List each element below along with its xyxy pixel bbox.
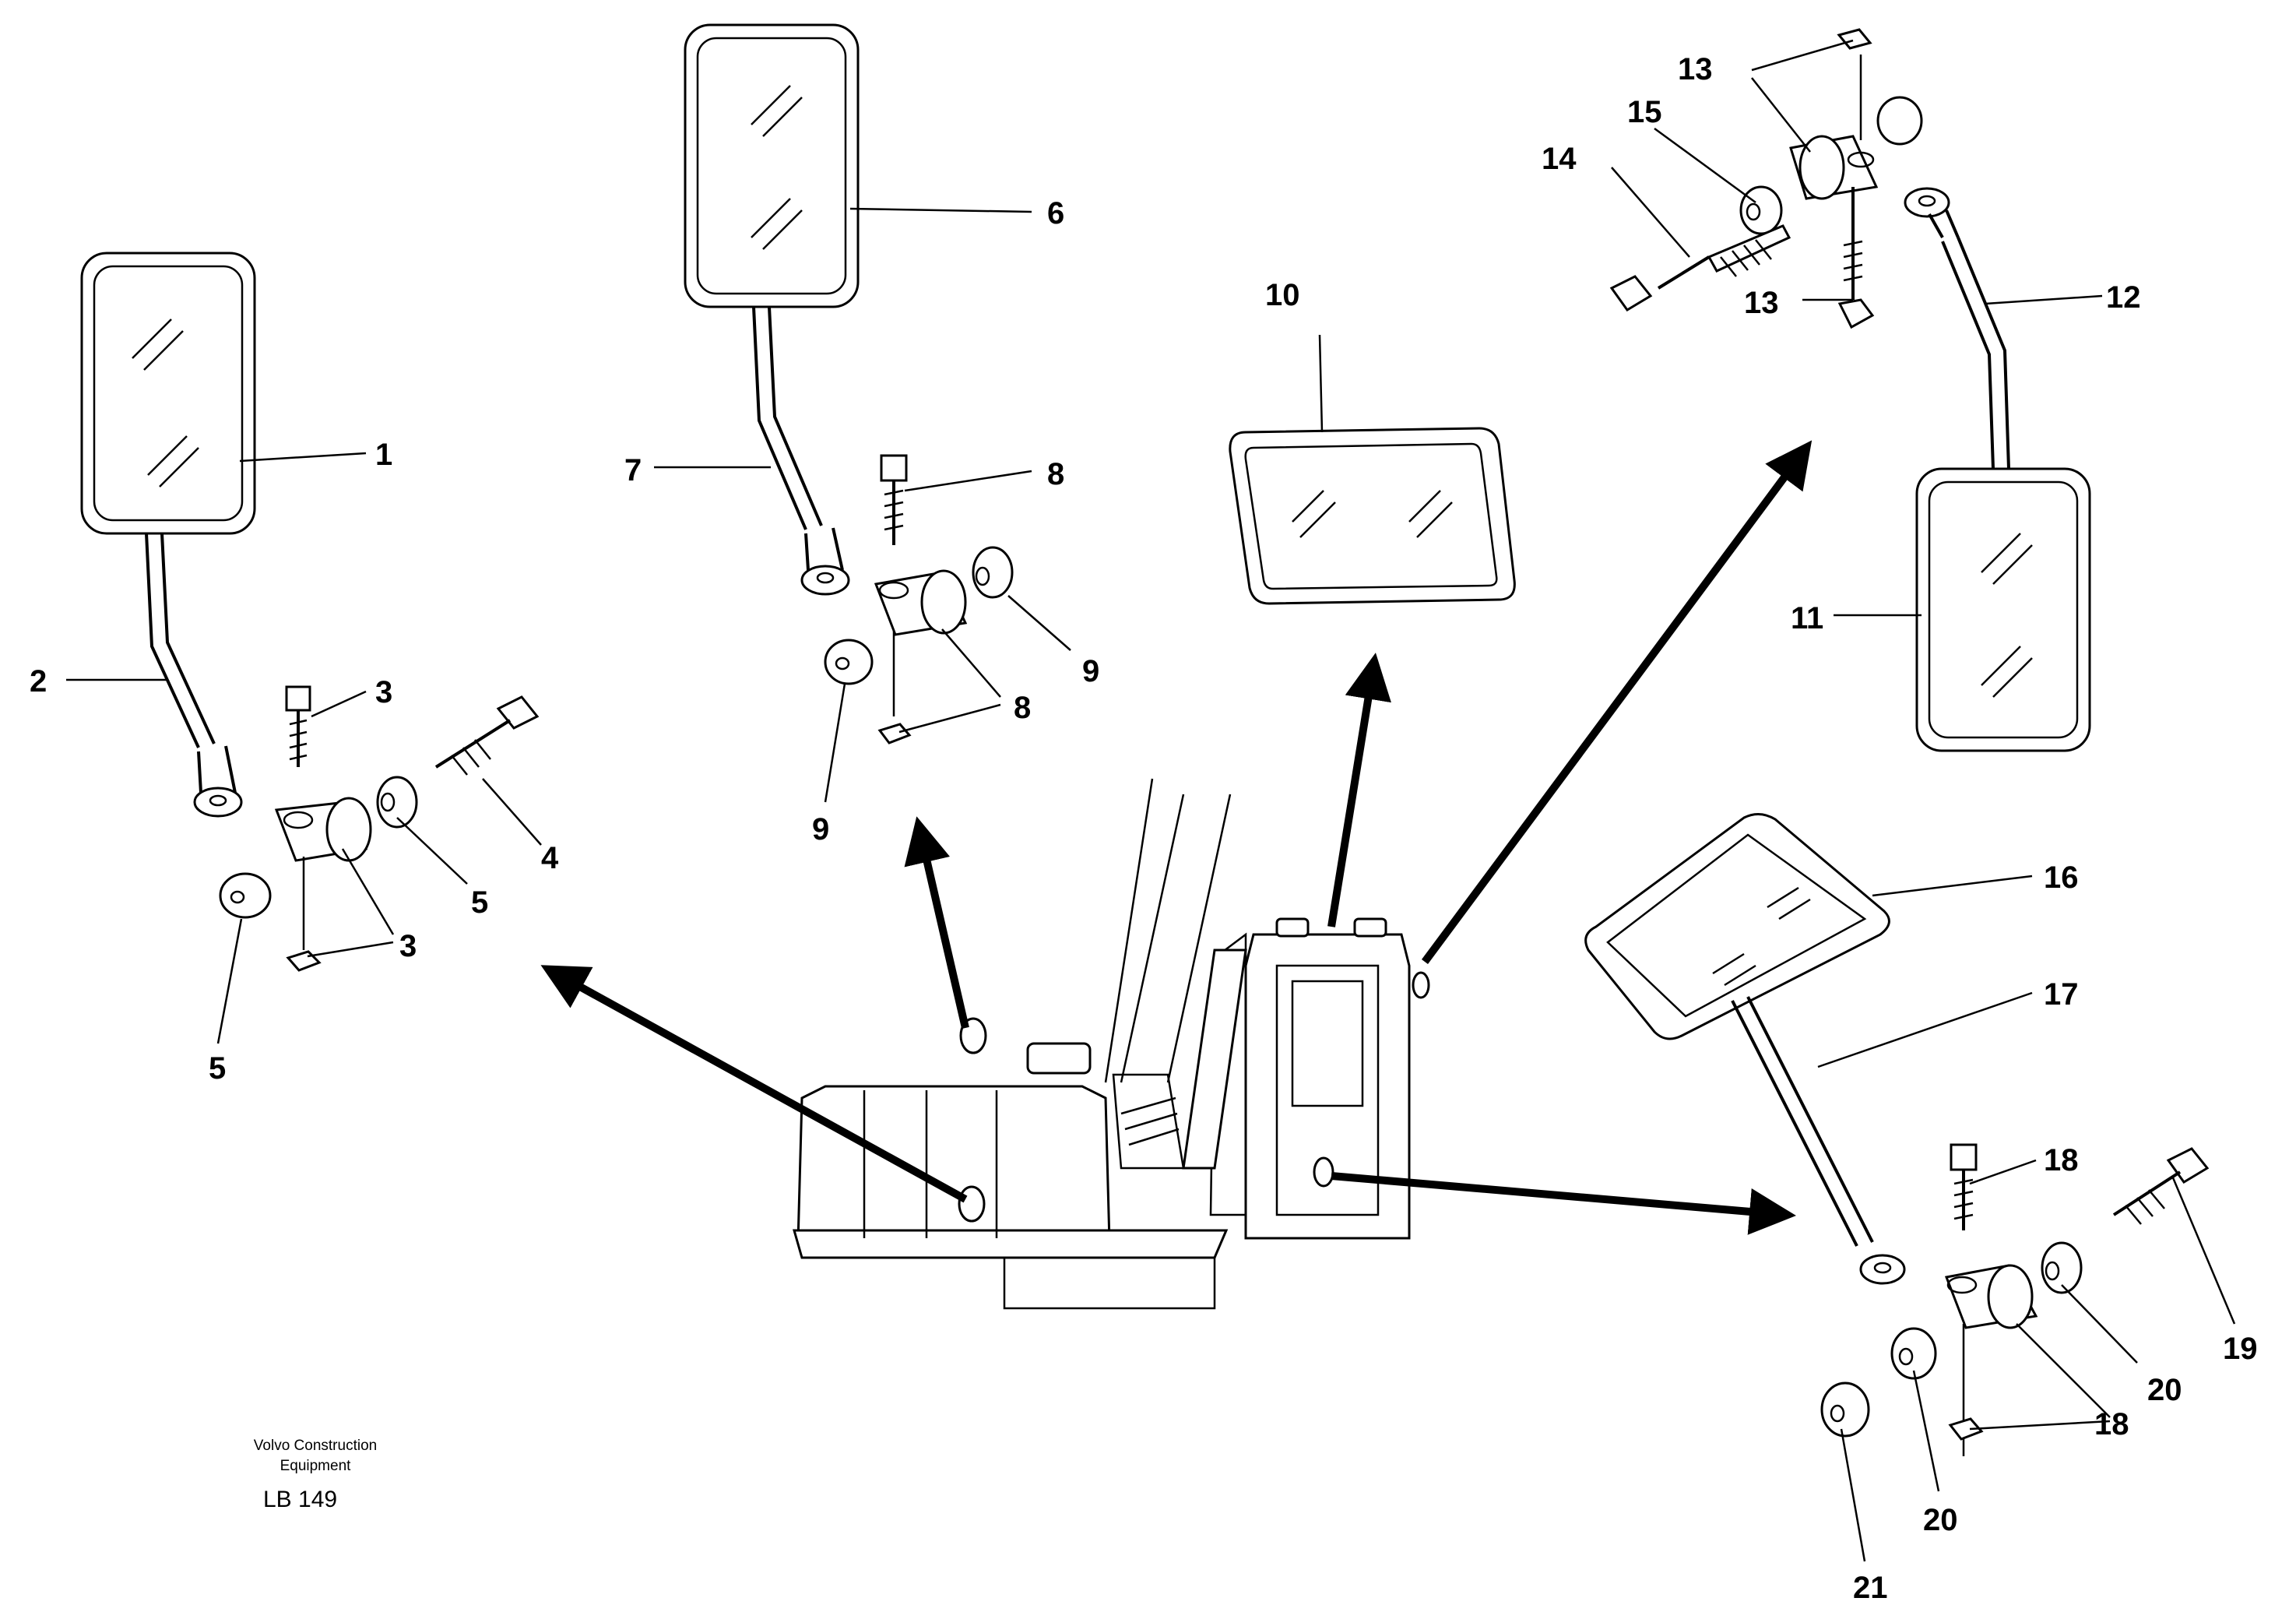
label-3-bottom: 3 <box>399 929 417 963</box>
label-4: 4 <box>541 841 559 875</box>
mirror-1-assembly <box>80 252 256 818</box>
label-2: 2 <box>30 664 47 699</box>
clamp-set-bottom-right <box>1820 1143 2210 1456</box>
label-18-bottom: 18 <box>2094 1407 2129 1441</box>
label-1: 1 <box>375 438 392 472</box>
label-11: 11 <box>1791 601 1823 635</box>
clamp-set-center <box>824 454 1014 744</box>
mirror-6-arm <box>752 306 823 530</box>
label-15: 15 <box>1627 95 1662 129</box>
label-6: 6 <box>1047 196 1064 231</box>
mirror-1-arm <box>145 533 216 748</box>
publisher-caption: Volvo Construction Equipment LB 149 <box>254 1438 377 1512</box>
leader-lines <box>66 39 2236 1562</box>
label-8-bottom: 8 <box>1014 691 1031 725</box>
mirror-17-arm <box>1731 996 1874 1247</box>
mirror-6-assembly <box>684 23 860 596</box>
label-16: 16 <box>2044 861 2079 895</box>
label-8-top: 8 <box>1047 457 1064 491</box>
label-13-bottom: 13 <box>1744 286 1779 320</box>
label-14: 14 <box>1542 142 1577 176</box>
mirror-1 <box>80 252 256 535</box>
pointer-arrows <box>540 440 1813 1235</box>
label-12: 12 <box>2106 280 2141 315</box>
label-9-left: 9 <box>812 812 829 846</box>
label-7: 7 <box>624 453 642 487</box>
label-10: 10 <box>1265 278 1300 312</box>
label-19: 19 <box>2223 1332 2258 1366</box>
clamp-set-left <box>219 685 540 972</box>
caption-line-1: Volvo Construction <box>254 1438 377 1454</box>
figure-code: LB 149 <box>263 1487 337 1512</box>
label-5-left: 5 <box>209 1051 226 1086</box>
machine-body <box>793 778 1430 1310</box>
clamp-set-top-right <box>1609 28 1923 329</box>
label-20-left: 20 <box>1923 1503 1958 1537</box>
label-18-top: 18 <box>2044 1143 2079 1177</box>
mirror-12-arm <box>1941 237 2010 470</box>
label-13-top: 13 <box>1678 52 1713 86</box>
label-21: 21 <box>1853 1571 1888 1605</box>
label-3-top: 3 <box>375 675 392 709</box>
caption-line-2: Equipment <box>280 1458 352 1474</box>
mirror-6 <box>684 23 860 308</box>
label-20-right: 20 <box>2147 1373 2182 1407</box>
label-9-right: 9 <box>1082 654 1099 688</box>
mirror-11 <box>1915 467 2091 752</box>
mirror-11-assembly <box>1904 187 2091 752</box>
part-labels: 1 2 3 3 4 5 5 6 7 8 8 9 9 10 11 12 13 13… <box>30 52 2258 1605</box>
label-5-right: 5 <box>471 885 488 920</box>
mirror-10 <box>1229 427 1516 605</box>
label-17: 17 <box>2044 977 2079 1012</box>
mirror-16-assembly <box>1584 813 1906 1285</box>
